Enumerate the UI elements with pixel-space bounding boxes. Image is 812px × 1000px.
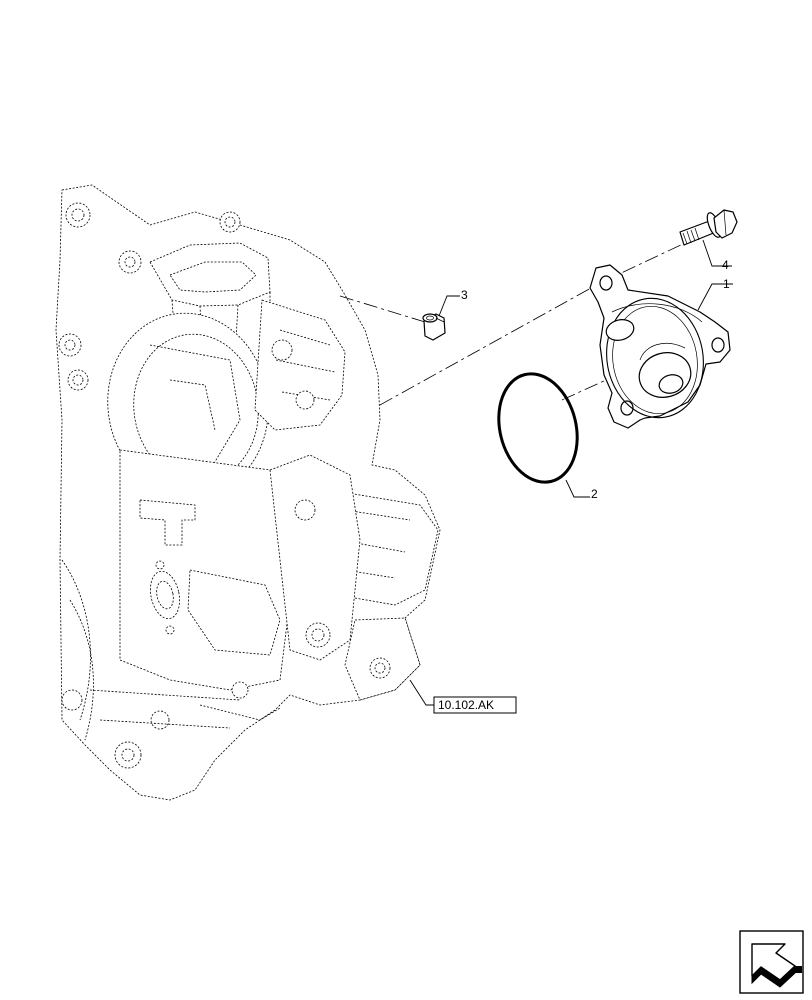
arrow-navigation-icon[interactable]: [739, 930, 804, 994]
housing-ghost: [55, 184, 441, 801]
callout-3: 3: [461, 288, 468, 302]
part-4-bolt: [679, 209, 738, 246]
part-2-o-ring: [497, 372, 579, 484]
leader-lines: [409, 239, 733, 706]
reference-label[interactable]: 10.102.AK: [438, 698, 494, 712]
reference-box[interactable]: 10.102.AK: [433, 696, 517, 714]
callout-4: 4: [722, 258, 729, 272]
callout-1: 1: [723, 277, 730, 291]
callout-2: 2: [591, 487, 598, 501]
part-1-cover: [589, 264, 731, 429]
part-3-sleeve: [422, 313, 446, 341]
